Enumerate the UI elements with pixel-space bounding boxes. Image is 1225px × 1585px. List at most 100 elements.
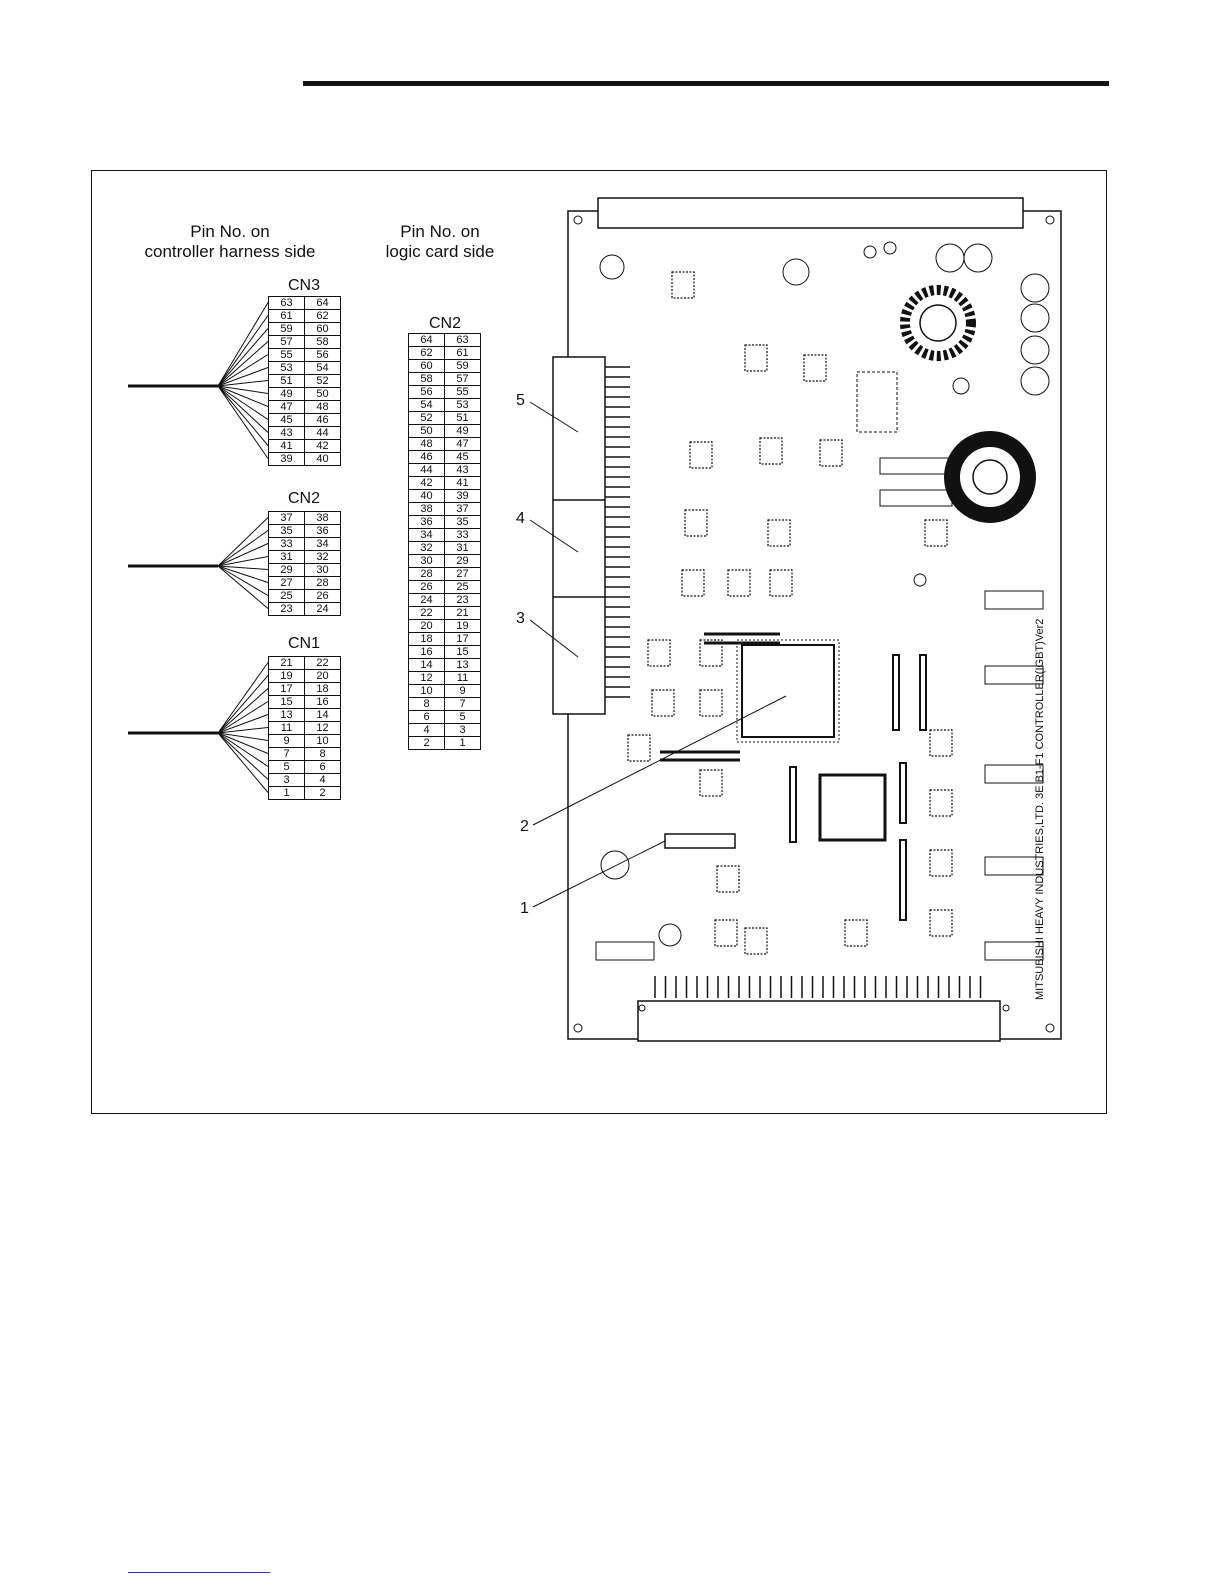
board-imprint: MITSUBISHI HEAVY INDUSTRIES,LTD. 3E B1-F… [1034, 619, 1046, 1000]
pin-cell: 17 [268, 682, 305, 696]
callout-1: 1 [520, 900, 529, 917]
toroid-coil-upper [900, 285, 976, 361]
top-edge-connector [597, 197, 1024, 229]
callout-leaders [529, 401, 787, 908]
heading-harness-line2: controller harness side [144, 242, 316, 261]
cn2-harness-label: CN2 [287, 490, 320, 507]
pin-cell: 33 [444, 528, 481, 542]
board-outline [567, 210, 1062, 1040]
pin-cell: 49 [268, 387, 305, 401]
pin-cell: 60 [408, 359, 445, 373]
pin-cell: 2 [304, 786, 341, 800]
pin-cell: 30 [304, 563, 341, 577]
side-connector-housing [552, 356, 606, 715]
pin-cell: 57 [268, 335, 305, 349]
harness-wires [128, 302, 269, 793]
pin-cell: 37 [444, 502, 481, 516]
pin-cell: 22 [408, 606, 445, 620]
pin-cell: 64 [304, 296, 341, 310]
pin-cell: 29 [268, 563, 305, 577]
pin-cell: 28 [304, 576, 341, 590]
pin-cell: 8 [304, 747, 341, 761]
pin-cell: 46 [304, 413, 341, 427]
pin-cell: 23 [268, 602, 305, 616]
top-rule [303, 81, 1109, 86]
pin-cell: 24 [304, 602, 341, 616]
plcc-socket-chip [818, 773, 887, 842]
pin-cell: 21 [444, 606, 481, 620]
bottom-edge-connector [637, 1000, 1001, 1042]
bottom-rule [128, 1572, 270, 1573]
small-ic-chips [627, 271, 953, 955]
pin-cell: 10 [408, 684, 445, 698]
pin-cell: 44 [304, 426, 341, 440]
callout-2: 2 [520, 818, 529, 835]
callout-4: 4 [516, 510, 525, 527]
bottom-connector-pins [654, 976, 982, 998]
pin-cell: 64 [408, 333, 445, 347]
heading-harness-side: Pin No. on controller harness side [130, 222, 330, 262]
pin-cell: 15 [444, 645, 481, 659]
pin-cell: 30 [408, 554, 445, 568]
pin-cell: 58 [304, 335, 341, 349]
heading-logic-line2: logic card side [385, 242, 495, 261]
heading-logic-side: Pin No. on logic card side [370, 222, 510, 262]
cn2-logic-label: CN2 [428, 315, 461, 332]
heading-harness-line1: Pin No. on [190, 222, 270, 241]
cn1-label: CN1 [287, 635, 320, 652]
cn3-label: CN3 [287, 277, 320, 294]
figure-frame [91, 170, 1107, 1114]
pin-cell: 1 [444, 736, 481, 750]
toroid-coil-lower [944, 431, 1036, 523]
pin-cell: 40 [304, 452, 341, 466]
side-connector-pins [605, 366, 630, 698]
pin-cell: 39 [268, 452, 305, 466]
pin-cell: 25 [268, 589, 305, 603]
main-processor-chip [741, 644, 835, 738]
circuit-board [552, 197, 1062, 1042]
pin-cell: 19 [444, 619, 481, 633]
pin-cell: 51 [444, 411, 481, 425]
dip-switch [664, 833, 736, 849]
pin-cell: 53 [268, 361, 305, 375]
